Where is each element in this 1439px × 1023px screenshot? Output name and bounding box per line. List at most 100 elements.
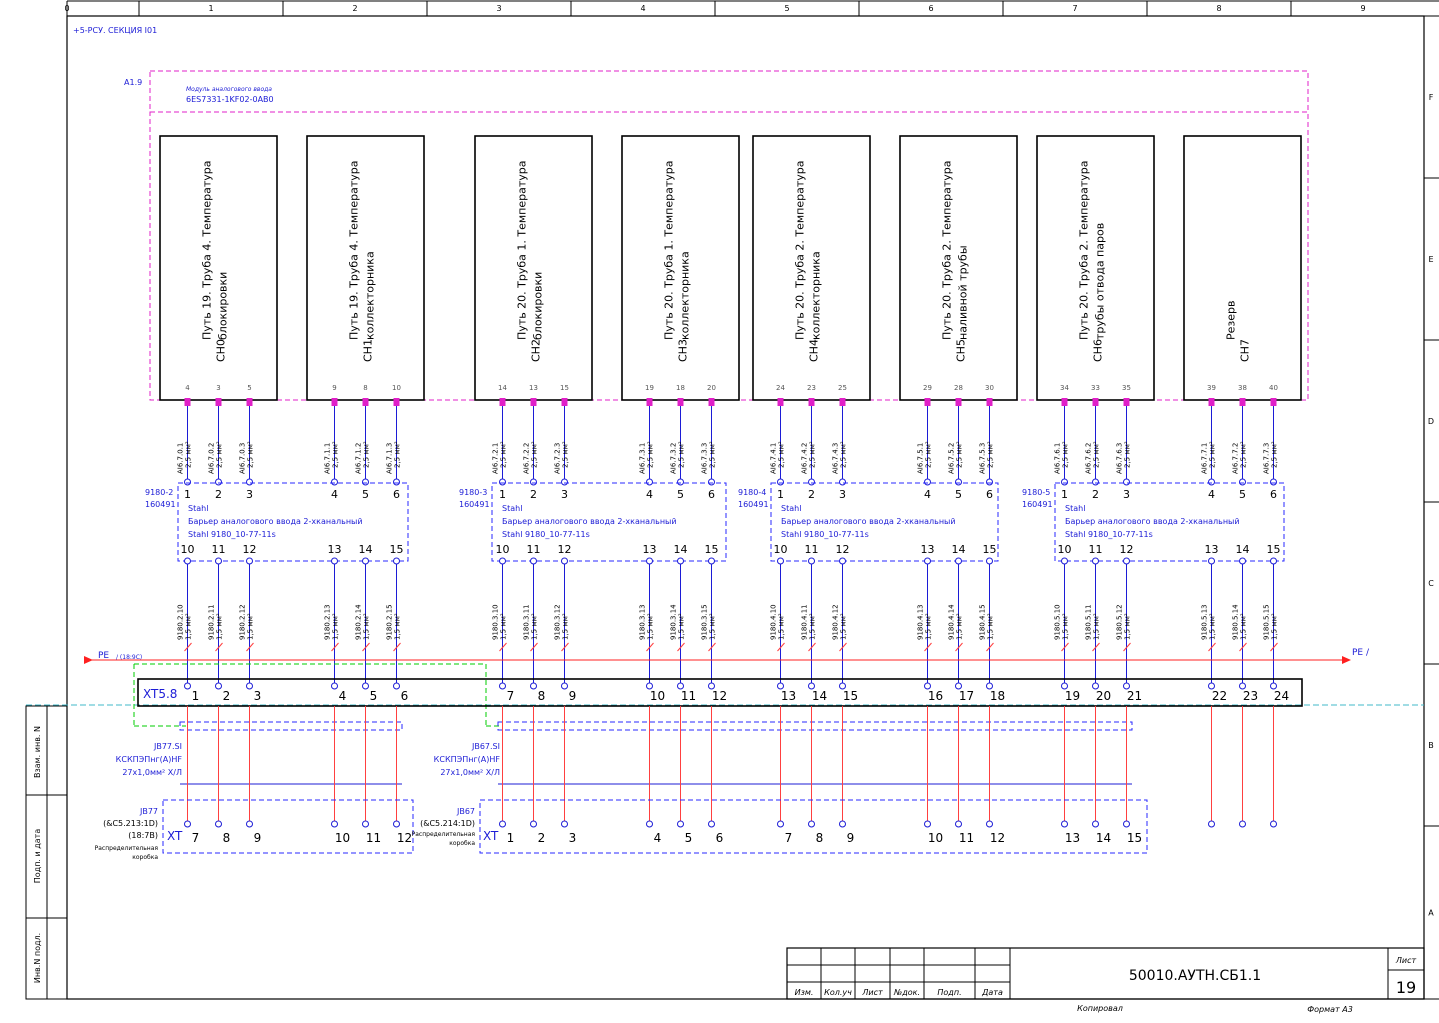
connector-mark	[331, 398, 338, 406]
wire-tag: 9180.3.15	[701, 604, 709, 640]
barrier-terminal	[561, 478, 568, 486]
strip-terminal	[1123, 682, 1130, 690]
box-loc: (&C5.213:1D)	[103, 819, 158, 828]
wire-tick	[708, 642, 716, 652]
wire-tag: 9180.4.12	[832, 604, 840, 640]
barrier-code: 160491	[145, 500, 176, 509]
strip-terminal	[839, 682, 846, 690]
wire-tag: AI6.7.5.2	[948, 443, 956, 474]
box-terminal-number: 12	[397, 831, 412, 845]
connector-mark	[986, 398, 993, 406]
channel-pin-number: 18	[676, 384, 685, 392]
barrier-terminal	[1270, 557, 1277, 565]
wire-tick	[1123, 642, 1131, 652]
box-loc: (&C5.214:1D)	[420, 819, 475, 828]
barrier-pin-top: 2	[530, 488, 537, 501]
strip-number: 24	[1274, 689, 1289, 703]
wire-tick	[986, 642, 994, 652]
barrier-terminal	[677, 478, 684, 486]
connector-mark	[1061, 398, 1068, 406]
strip-number: 20	[1096, 689, 1111, 703]
barrier-model: Stahl 9180_10-77-11s	[502, 530, 590, 539]
channel-desc: Путь 19. Труба 4. Температура	[348, 161, 361, 341]
barrier-pin-top: 4	[331, 488, 338, 501]
barrier-pin-top: 5	[1239, 488, 1246, 501]
barrier-terminal	[331, 478, 338, 486]
barrier-pin-bottom: 12	[836, 543, 850, 556]
channel-desc: Путь 19. Труба 4. Температура	[201, 161, 214, 341]
box-terminal	[986, 820, 993, 828]
box-terminal-number: 11	[366, 831, 381, 845]
title-col-label: Изм.	[795, 988, 814, 997]
barrier-terminal	[1061, 557, 1068, 565]
barrier-terminal	[924, 557, 931, 565]
channel-desc: Путь 20. Труба 2. Температура	[1078, 161, 1091, 341]
connector-mark	[1123, 398, 1130, 406]
strip-number: 22	[1212, 689, 1227, 703]
wire-tag: AI6.7.0.1	[177, 443, 185, 474]
box-terminal-number: 8	[816, 831, 824, 845]
wire-size: 2,5 мм²	[1240, 441, 1248, 468]
connector-mark	[1092, 398, 1099, 406]
barrier-maker: Stahl	[1065, 504, 1085, 513]
connector-mark	[215, 398, 222, 406]
strip-terminal	[955, 682, 962, 690]
box-terminal	[530, 820, 537, 828]
barrier-pin-top: 1	[184, 488, 191, 501]
barrier-pin-top: 6	[1270, 488, 1277, 501]
barrier-terminal	[986, 557, 993, 565]
title-col-label: №док.	[893, 988, 920, 997]
column-number: 7	[1072, 4, 1077, 13]
wire-size: 1,5 мм²	[1062, 613, 1070, 640]
box-terminal	[362, 820, 369, 828]
wire-tag: AI6.7.4.2	[801, 443, 809, 474]
box-terminal	[777, 820, 784, 828]
barrier-terminal	[362, 557, 369, 565]
barrier-terminal	[839, 478, 846, 486]
barrier-terminal	[184, 478, 191, 486]
module-desc: Модуль аналогового ввода	[186, 86, 272, 93]
wire-tick	[1092, 642, 1100, 652]
barrier-pin-top: 1	[777, 488, 784, 501]
strip-terminal	[646, 682, 653, 690]
channel-id: CH3	[677, 339, 690, 362]
wire-tag: 9180.3.10	[492, 604, 500, 640]
wire-size: 1,5 мм²	[363, 613, 371, 640]
barrier-pin-top: 3	[246, 488, 253, 501]
barrier-terminal	[986, 478, 993, 486]
barrier-pin-top: 5	[677, 488, 684, 501]
connector-mark	[808, 398, 815, 406]
channel-pin-number: 15	[560, 384, 569, 392]
wire-tag: 9180.5.13	[1201, 604, 1209, 640]
box-terminal-number: 10	[335, 831, 350, 845]
strip-terminal	[708, 682, 715, 690]
barrier-terminal	[499, 557, 506, 565]
wire-size: 1,5 мм²	[809, 613, 817, 640]
channel-id: CH0	[215, 339, 228, 362]
format-label: Формат А3	[1307, 1005, 1353, 1014]
channel-pin-number: 28	[954, 384, 963, 392]
row-letter: C	[1428, 579, 1434, 588]
wire-tag: 9180.2.10	[177, 604, 185, 640]
channel-id: CH1	[362, 339, 375, 362]
wire-size: 2,5 мм²	[1271, 441, 1279, 468]
barrier-pin-bottom: 14	[1236, 543, 1250, 556]
box-terminal-number: 13	[1065, 831, 1080, 845]
barrier-pin-top: 1	[499, 488, 506, 501]
box-terminal-number: 12	[990, 831, 1005, 845]
column-number: 9	[1360, 4, 1365, 13]
strip-number: 23	[1243, 689, 1258, 703]
wire-tick	[331, 642, 339, 652]
barrier-ref: 9180-3	[459, 488, 487, 497]
channel-desc: коллекторника	[364, 251, 377, 340]
wire-tick	[499, 642, 507, 652]
wire-size: 1,5 мм²	[562, 613, 570, 640]
channel-pin-number: 9	[332, 384, 336, 392]
barrier-pin-top: 4	[1208, 488, 1215, 501]
barrier-pin-bottom: 10	[774, 543, 788, 556]
barrier-desc: Барьер аналогового ввода 2-хканальный	[502, 517, 677, 526]
column-number: 2	[352, 4, 357, 13]
wire-tick	[1239, 642, 1247, 652]
connector-mark	[362, 398, 369, 406]
barrier-terminal	[184, 557, 191, 565]
